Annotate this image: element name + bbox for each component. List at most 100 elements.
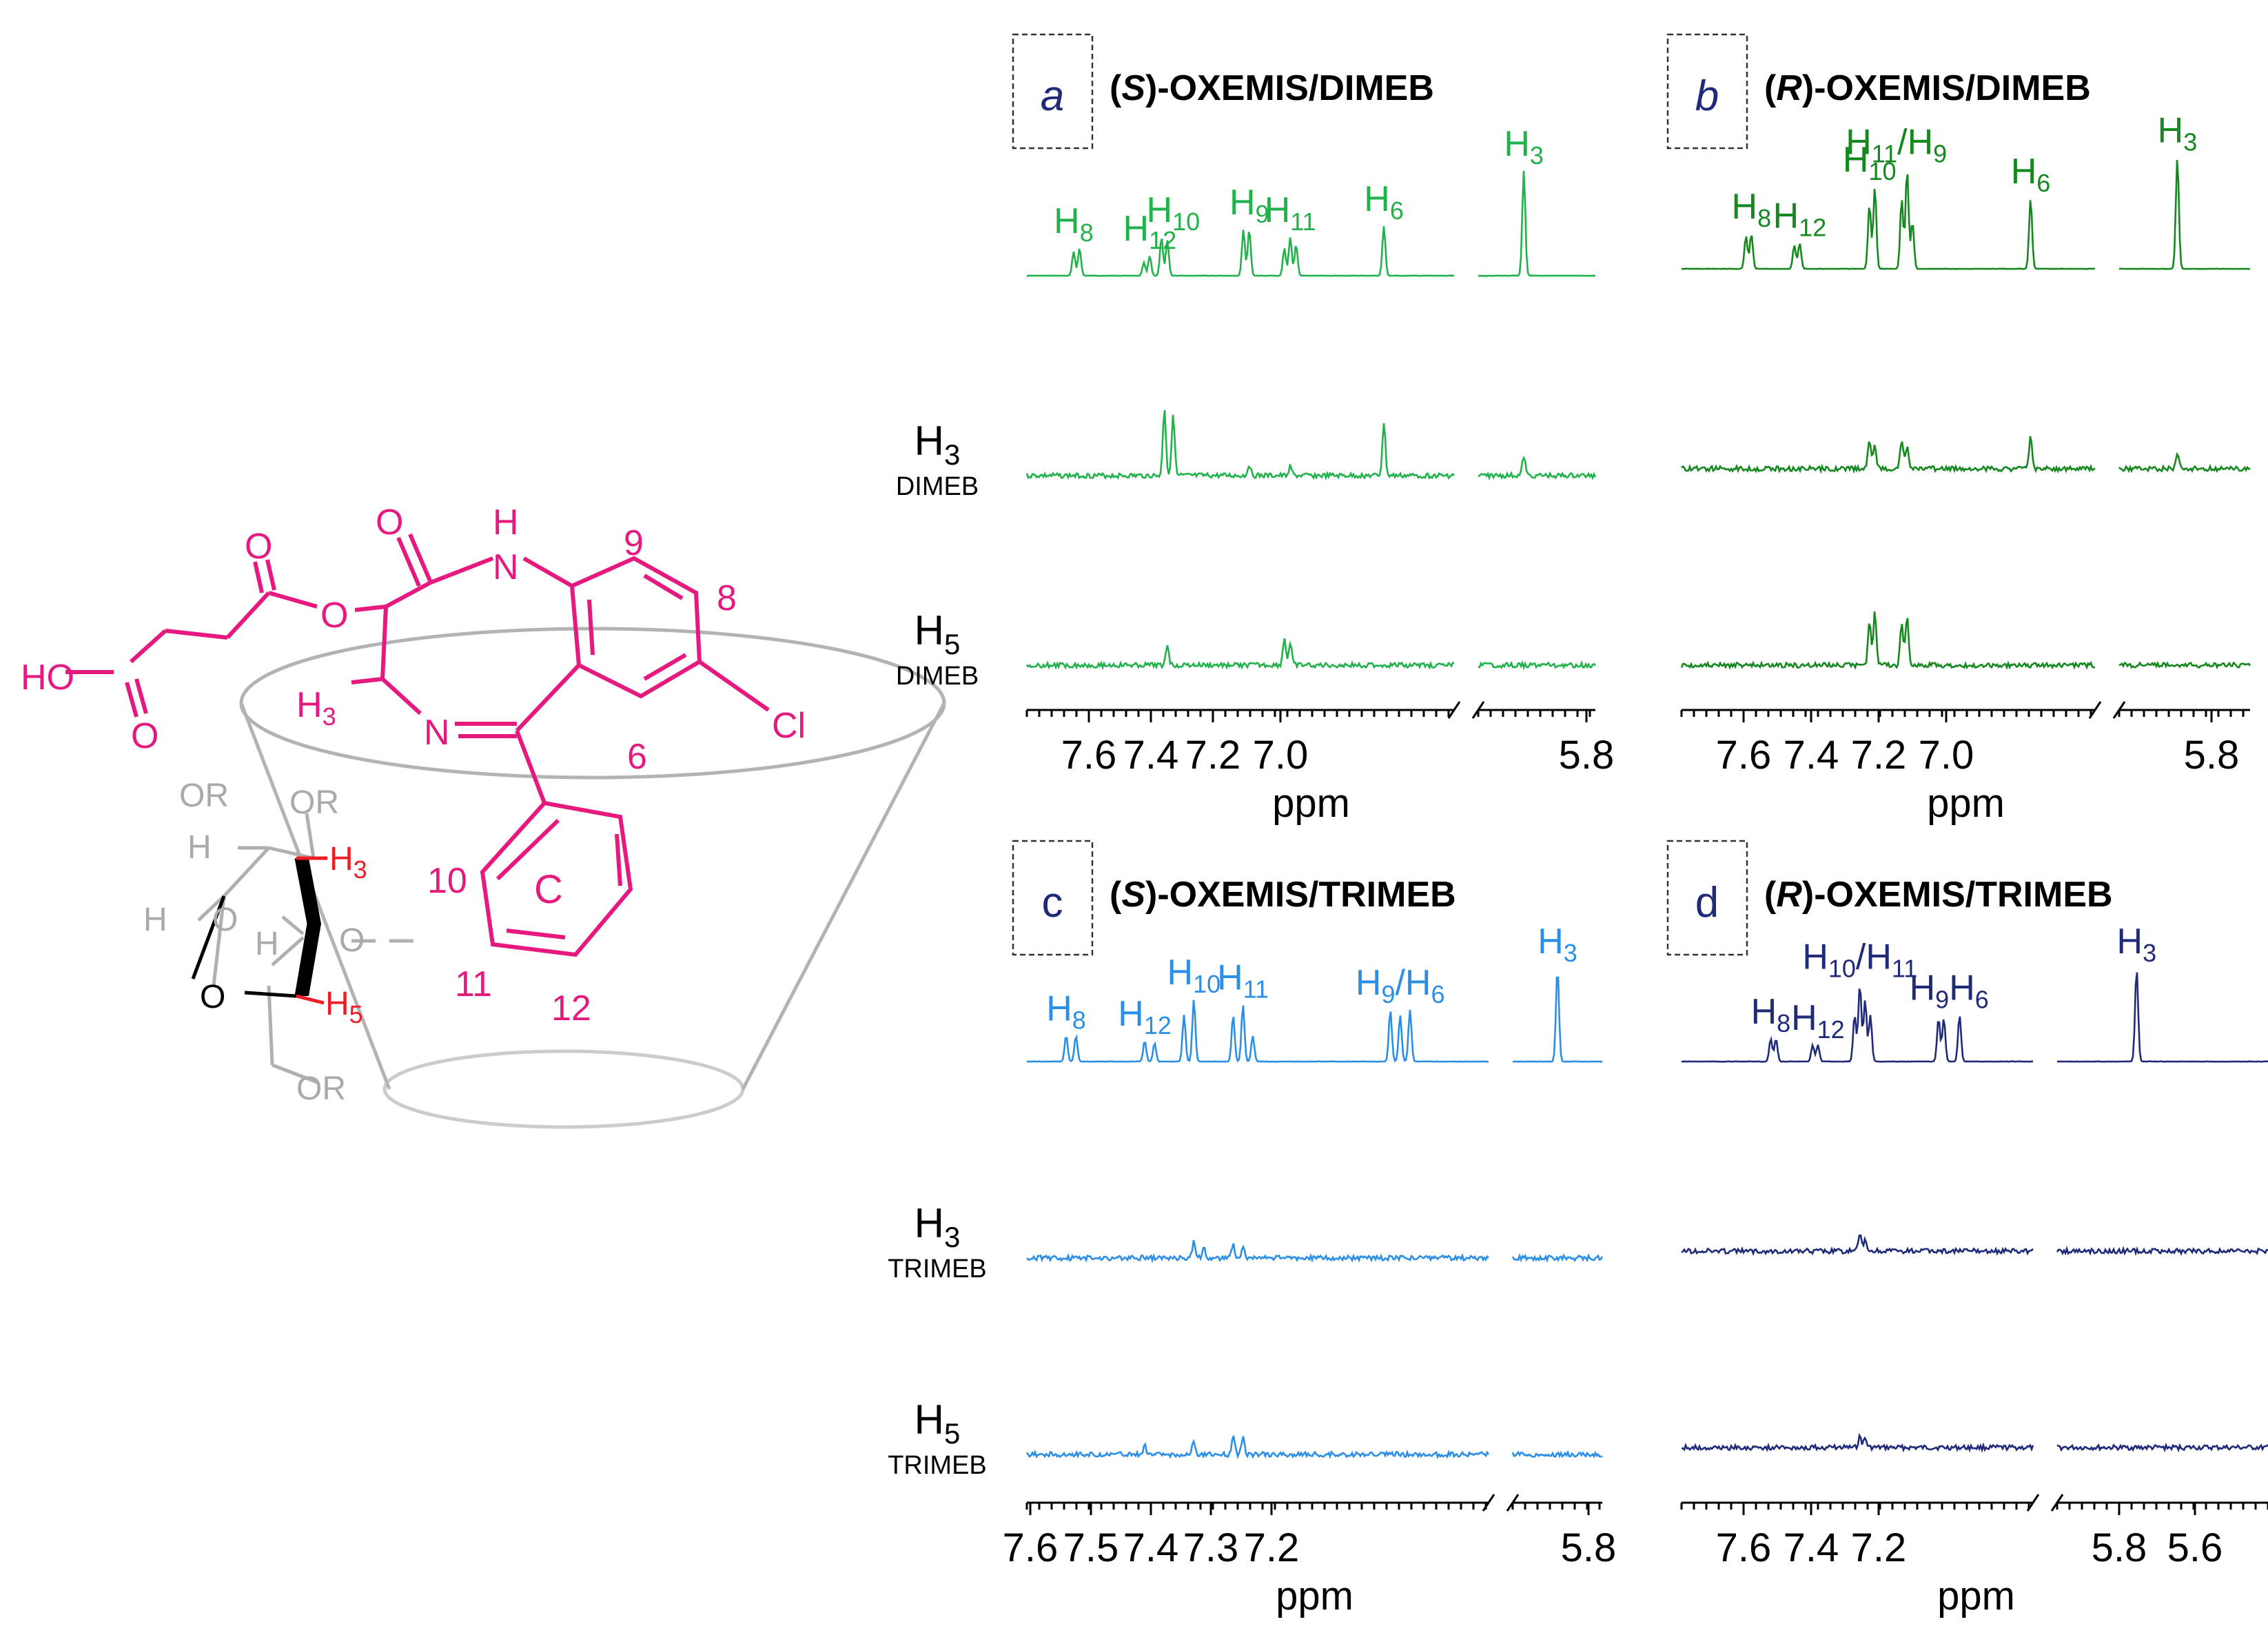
spectrum-trace-row1-seg0: [1681, 1234, 2034, 1257]
pos-8: 8: [717, 578, 737, 618]
cd-or-2: OR: [289, 784, 339, 821]
spectrum-trace-row2-seg1: [1511, 1450, 1603, 1459]
x-axis: [1680, 701, 2250, 719]
spectrum-trace-row1-seg0: [1681, 436, 2096, 474]
cd-o-link: O: [339, 922, 365, 959]
x-tick-label: 7.6: [1716, 1525, 1772, 1570]
atom-n-imine: N: [424, 713, 450, 753]
panel-letter-box: [1666, 840, 1748, 956]
x-tick-label: 7.2: [1185, 733, 1241, 778]
spectrum-trace-row2-seg0: [1025, 1435, 1490, 1460]
x-tick-label: 7.5: [1063, 1525, 1119, 1570]
spectrum-trace-row0-seg0: [1682, 988, 2034, 1063]
x-tick-label: 7.6: [1003, 1525, 1059, 1570]
peak-label: H3: [1537, 922, 1577, 967]
spectrum-trace-row1-seg1: [1511, 1253, 1604, 1264]
ring-c-label: C: [534, 867, 563, 912]
panel-letter-box: [1012, 33, 1094, 150]
peak-label: H9H6: [1910, 968, 1989, 1014]
peak-label: H10: [1147, 190, 1201, 236]
peak-label: H10: [1167, 953, 1221, 998]
x-tick-label: 5.6: [2167, 1525, 2223, 1570]
x-tick-label: 7.4: [1784, 1525, 1839, 1570]
atom-cl: Cl: [772, 706, 806, 746]
peak-label: H8: [1046, 989, 1086, 1035]
cd-or-1: OR: [179, 778, 229, 814]
panel-title: (S)-OXEMIS/DIMEB: [1110, 68, 1434, 108]
atom-o-acid-carbonyl: O: [131, 716, 159, 756]
panel-letter: b: [1695, 72, 1719, 120]
x-tick-label: 5.8: [1559, 733, 1615, 778]
atom-o-ester-carbonyl: O: [245, 527, 272, 567]
cd-h-c: H: [255, 926, 279, 962]
row-label: H3: [915, 1200, 961, 1253]
spectrum-trace-row1-seg0: [1025, 409, 1455, 481]
row-sublabel: TRIMEB: [888, 1451, 987, 1480]
cd-or-3: OR: [296, 1070, 346, 1107]
row-label: H5: [915, 607, 961, 660]
spectrum-trace-row0-seg0: [1026, 999, 1489, 1063]
row-sublabel: DIMEB: [896, 662, 979, 691]
cd-o-ring-gray: O: [212, 902, 238, 938]
x-axis-label: ppm: [1276, 1574, 1353, 1618]
cyclodextrin-cone: [239, 627, 946, 1129]
panel-letter-box: [1012, 840, 1094, 956]
peak-label: H10: [1843, 140, 1897, 185]
atom-methyl: H3: [296, 685, 336, 731]
pos-12: 12: [551, 988, 591, 1028]
x-tick-label: 5.8: [1561, 1525, 1617, 1570]
panel-letter: c: [1042, 879, 1063, 926]
peak-label: H11: [1217, 958, 1269, 1004]
panel-letter: a: [1041, 72, 1064, 120]
pos-11: 11: [455, 964, 492, 1004]
peak-label: H6: [1364, 179, 1404, 225]
x-axis-label: ppm: [1937, 1574, 2015, 1618]
spectrum-trace-row0-seg1: [2118, 159, 2251, 270]
x-axis: [1680, 1494, 2268, 1512]
spectrum-trace-row1-seg1: [2118, 451, 2251, 474]
peak-label: H12: [1791, 998, 1845, 1044]
spectrum-trace-row0-seg1: [2056, 972, 2268, 1063]
spectrum-trace-row0-seg1: [1512, 976, 1603, 1063]
peak-label: H10/H11: [1802, 937, 1917, 983]
x-tick-label: 5.8: [2092, 1525, 2147, 1570]
spectrum-trace-row2-seg1: [1478, 660, 1596, 671]
panel-letter: d: [1695, 879, 1719, 926]
spectrum-trace-row1-seg0: [1026, 1239, 1489, 1264]
peak-label: H6: [2011, 152, 2051, 197]
peak-label: H3: [2158, 111, 2198, 156]
panel-title: (R)-OXEMIS/DIMEB: [1764, 68, 2091, 108]
x-tick-label: 7.2: [1244, 1525, 1300, 1570]
spectrum-trace-row2-seg0: [1026, 638, 1455, 671]
x-axis: [1025, 701, 1595, 719]
atom-ho: HO: [21, 658, 74, 698]
peak-label: H12: [1773, 196, 1827, 242]
x-tick-label: 7.2: [1851, 1525, 1907, 1570]
x-axis-label: ppm: [1272, 781, 1350, 826]
x-tick-label: 7.4: [1784, 733, 1839, 778]
x-tick-label: 7.0: [1253, 733, 1309, 778]
peak-label: H12: [1123, 209, 1177, 254]
x-tick-label: 7.6: [1716, 733, 1772, 778]
peak-label: H9/H6: [1356, 963, 1445, 1008]
peak-label: H12: [1118, 994, 1172, 1039]
peak-label: H11: [1265, 190, 1316, 236]
pos-6: 6: [627, 737, 647, 777]
peak-label: H9: [1229, 183, 1269, 228]
atom-o-amide: O: [376, 503, 403, 542]
cd-h-a: H: [187, 829, 212, 866]
x-axis-label: ppm: [1927, 781, 2005, 826]
peak-label: H8: [1732, 187, 1772, 232]
spectrum-trace-row2-seg0: [1681, 1432, 2034, 1453]
row-sublabel: DIMEB: [896, 472, 979, 501]
spectrum-trace-row1-seg1: [2056, 1246, 2268, 1257]
x-tick-label: 7.0: [1919, 733, 1974, 778]
spectrum-trace-row0-seg0: [1681, 174, 2095, 270]
glucose-unit: OR OR OR H H H O O O H3 H5: [143, 778, 413, 1107]
cd-h3-label: H3: [329, 841, 367, 884]
spectrum-trace-row0-seg1: [1478, 170, 1595, 277]
